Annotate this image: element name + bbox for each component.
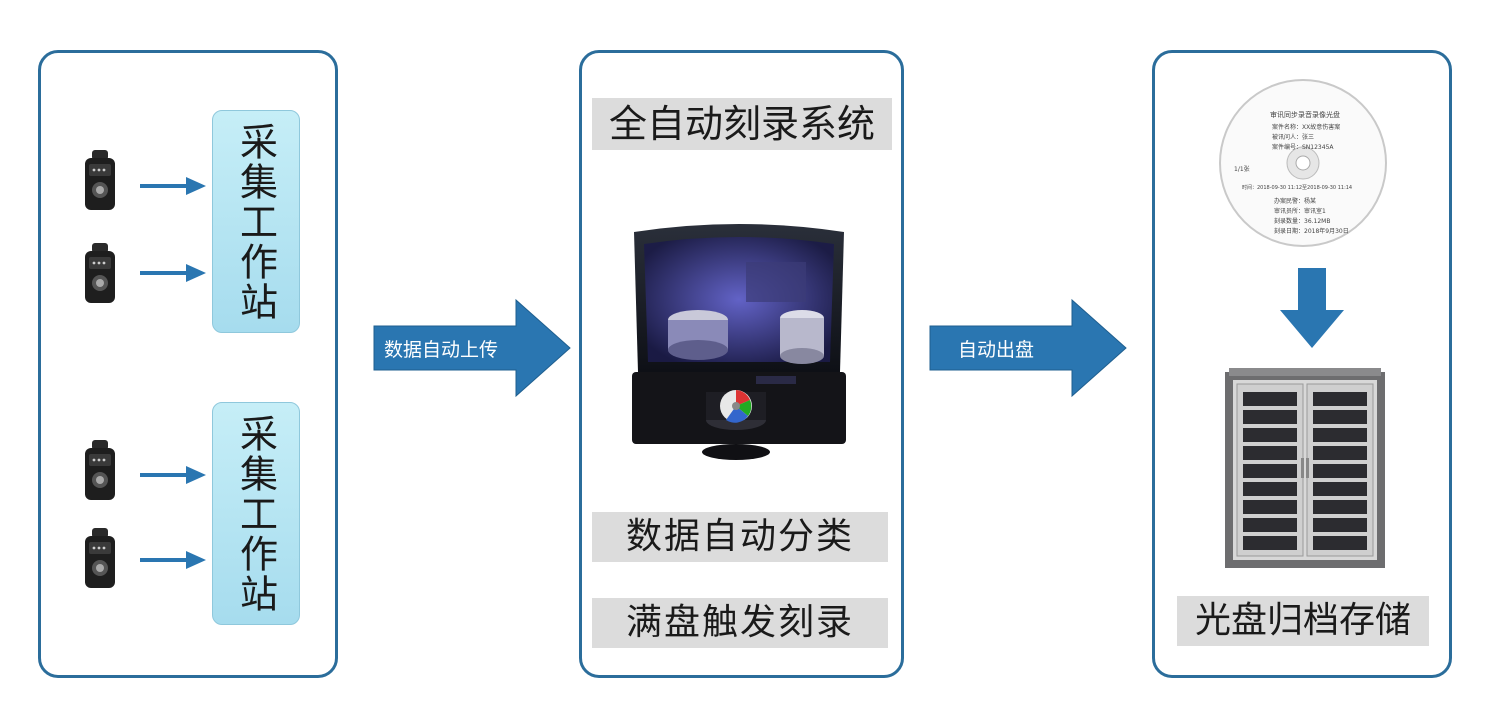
right-arrow-icon [929,298,1127,398]
right-arrow-icon [140,466,206,484]
disc-line: 被讯问人：张三 [1272,134,1315,141]
capture-station: 采集工作站 [212,110,300,333]
right-arrow-icon [140,551,206,569]
body-camera-icon [85,243,115,303]
archive-cabinet-image [1225,368,1385,568]
disc-line: 审讯同步录音录像光盘 [1270,111,1340,119]
upload-flow-arrow: 数据自动上传 [370,298,572,398]
disc-line: 1/1张 [1234,166,1250,173]
output-label: 自动出盘 [958,339,1035,361]
archive-label: 光盘归档存储 [1177,596,1429,646]
right-arrow-icon [373,298,571,398]
disc-line: 办案民警：杨某 [1274,198,1317,205]
feature-full-disc-burn: 满盘触发刻录 [592,598,888,648]
upload-label: 数据自动上传 [384,339,499,361]
body-camera-icon [85,528,115,588]
disc-line: 案件编号：SN12345A [1272,144,1334,151]
capture-station: 采集工作站 [212,402,300,625]
system-title: 全自动刻录系统 [592,98,892,150]
disc-line: 审讯员所：审讯室1 [1274,208,1326,215]
archive-panel [1152,50,1452,678]
disc-line: 案件名称：XX故意伤害案 [1272,124,1341,131]
down-arrow-icon [1280,268,1344,348]
right-arrow-icon [140,177,206,195]
body-camera-icon [85,150,115,210]
disc-label-text: 审讯同步录音录像光盘 案件名称：XX故意伤害案 被讯问人：张三 案件编号：SN1… [1218,78,1388,248]
disc-burner-image [632,224,846,460]
disc-line: 刻录日期：2018年9月30日 [1274,228,1349,235]
capture-station-label: 采集工作站 [233,413,278,614]
output-flow-arrow: 自动出盘 [926,298,1128,398]
disc-line: 刻录数量：36.12MB [1274,218,1331,225]
feature-auto-classify: 数据自动分类 [592,512,888,562]
capture-station-label: 采集工作站 [233,121,278,322]
disc-line: 时间：2018-09-30 11:12至2018-09-30 11:14 [1242,185,1353,191]
optical-disc-image [1219,79,1387,247]
right-arrow-icon [140,264,206,282]
body-camera-icon [85,440,115,500]
